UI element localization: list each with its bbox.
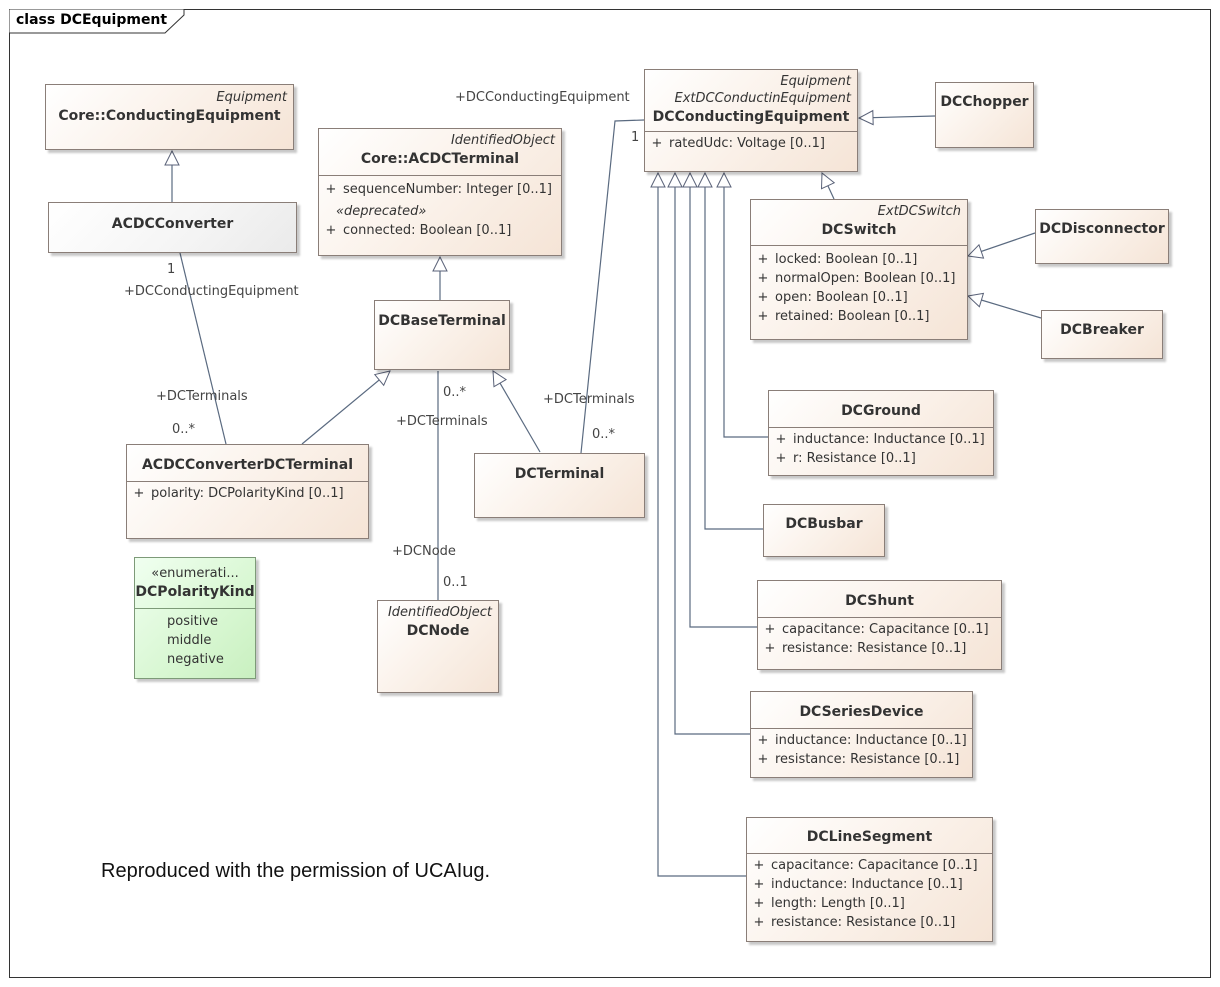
enum-literal: middle — [167, 633, 212, 648]
class-name: DCShunt — [845, 593, 914, 609]
attribute: +polarity: DCPolarityKind [0..1] — [133, 486, 344, 501]
deprecated-stereotype: «deprecated» — [336, 204, 427, 219]
credit-note: Reproduced with the permission of UCAIug… — [101, 860, 491, 882]
attribute: +resistance: Resistance [0..1] — [764, 641, 967, 656]
attribute: +sequenceNumber: Integer [0..1] — [325, 182, 552, 197]
attribute: +inductance: Inductance [0..1] — [757, 733, 967, 748]
class-dc-switch[interactable]: ExtDCSwitch DCSwitch +locked: Boolean [0… — [750, 199, 968, 340]
gen-dcshunt — [690, 173, 757, 628]
class-acdc-converter-dc-terminal[interactable]: ACDCConverterDCTerminal +polarity: DCPol… — [126, 444, 369, 539]
class-name: DCSeriesDevice — [799, 704, 924, 720]
class-name: DCBaseTerminal — [378, 313, 506, 329]
attribute: +inductance: Inductance [0..1] — [775, 432, 985, 447]
class-dc-node[interactable]: IdentifiedObject DCNode — [377, 600, 499, 693]
assoc-dce-terminals — [580, 119, 645, 454]
class-stereotype: ExtDCConductinEquipment — [674, 91, 851, 106]
class-dc-line-segment[interactable]: DCLineSegment +capacitance: Capacitance … — [746, 817, 993, 942]
class-dc-terminal[interactable]: DCTerminal — [474, 453, 645, 518]
gen-dcseriesdevice — [675, 173, 750, 735]
attribute: +length: Length [0..1] — [753, 896, 905, 911]
attribute: +retained: Boolean [0..1] — [757, 309, 930, 324]
class-stereotype: Equipment — [216, 90, 287, 105]
frame-tab — [9, 9, 185, 34]
class-name: ACDCConverterDCTerminal — [141, 457, 354, 473]
attribute: +resistance: Resistance [0..1] — [757, 752, 960, 767]
class-name: DCTerminal — [514, 466, 605, 482]
role-label: +DCTerminals — [156, 389, 248, 404]
enum-stereotype: «enumerati... — [151, 566, 239, 581]
class-name: DCBreaker — [1060, 322, 1144, 338]
diagram-frame — [9, 9, 1211, 978]
class-dc-chopper[interactable]: DCChopper — [935, 82, 1034, 148]
attribute: +normalOpen: Boolean [0..1] — [757, 271, 956, 286]
attribute: +inductance: Inductance [0..1] — [753, 877, 963, 892]
class-dc-shunt[interactable]: DCShunt +capacitance: Capacitance [0..1]… — [757, 580, 1002, 670]
class-name: DCBusbar — [785, 516, 863, 532]
multiplicity-label: 1 — [167, 262, 176, 277]
frame-title: class DCEquipment — [16, 12, 168, 28]
attribute: +open: Boolean [0..1] — [757, 290, 908, 305]
class-name: DCSwitch — [821, 222, 897, 238]
class-stereotype: Equipment — [780, 74, 851, 89]
class-name: DCDisconnector — [1039, 221, 1165, 237]
class-name: Core::ACDCTerminal — [360, 151, 520, 167]
class-stereotype: IdentifiedObject — [450, 133, 555, 148]
role-label: +DCConductingEquipment — [455, 90, 630, 105]
class-name: DCGround — [841, 403, 921, 419]
role-label: +DCConductingEquipment — [124, 284, 299, 299]
gen-dcdisconnector — [968, 232, 1036, 256]
multiplicity-label: 0..* — [592, 427, 616, 442]
gen-acdcconverterdcterminal — [301, 371, 390, 445]
enum-name: DCPolarityKind — [135, 584, 255, 600]
class-name: Core::ConductingEquipment — [58, 108, 281, 124]
class-name: DCChopper — [940, 94, 1029, 110]
class-name: ACDCConverter — [111, 216, 234, 232]
enum-dc-polarity-kind[interactable]: «enumerati... DCPolarityKind positive mi… — [134, 557, 256, 679]
multiplicity-label: 0..* — [443, 385, 467, 400]
gen-dcground — [724, 173, 768, 438]
role-label: +DCNode — [392, 544, 456, 559]
enum-literal: negative — [167, 652, 224, 667]
gen-dclinesegment — [658, 173, 746, 877]
class-dc-disconnector[interactable]: DCDisconnector — [1035, 209, 1169, 264]
attribute: +ratedUdc: Voltage [0..1] — [651, 136, 825, 151]
class-dc-busbar[interactable]: DCBusbar — [763, 504, 885, 557]
attribute: +r: Resistance [0..1] — [775, 451, 916, 466]
attribute: +locked: Boolean [0..1] — [757, 252, 918, 267]
gen-dcswitch — [822, 173, 834, 200]
attribute: +connected: Boolean [0..1] — [325, 223, 512, 238]
multiplicity-label: 0..1 — [443, 575, 468, 590]
class-name: DCLineSegment — [806, 829, 933, 845]
enum-literal: positive — [167, 614, 218, 629]
class-dc-base-terminal[interactable]: DCBaseTerminal — [374, 300, 510, 370]
role-label: +DCTerminals — [396, 414, 488, 429]
class-name: DCNode — [406, 623, 470, 639]
multiplicity-label: 0..* — [172, 422, 196, 437]
class-name: DCConductingEquipment — [652, 109, 850, 125]
attribute: +capacitance: Capacitance [0..1] — [764, 622, 989, 637]
role-label: +DCTerminals — [543, 392, 635, 407]
class-dc-ground[interactable]: DCGround +inductance: Inductance [0..1] … — [768, 390, 994, 476]
class-dc-breaker[interactable]: DCBreaker — [1041, 310, 1163, 359]
class-acdc-terminal[interactable]: IdentifiedObject Core::ACDCTerminal +seq… — [318, 128, 562, 256]
gen-dcbreaker — [968, 296, 1042, 319]
class-acdc-converter[interactable]: ACDCConverter — [48, 202, 297, 253]
multiplicity-label: 1 — [631, 130, 640, 145]
gen-dcchopper — [859, 116, 936, 118]
gen-dcterminal — [493, 371, 541, 453]
assoc-converter-terminals — [179, 252, 227, 445]
class-stereotype: IdentifiedObject — [387, 605, 492, 620]
class-conducting-equipment[interactable]: Equipment Core::ConductingEquipment — [45, 84, 294, 150]
class-stereotype: ExtDCSwitch — [877, 204, 961, 219]
attribute: +resistance: Resistance [0..1] — [753, 915, 956, 930]
attribute: +capacitance: Capacitance [0..1] — [753, 858, 978, 873]
class-dc-conducting-equipment[interactable]: Equipment ExtDCConductinEquipment DCCond… — [644, 69, 858, 172]
gen-dcbusbar — [705, 173, 763, 530]
class-dc-series-device[interactable]: DCSeriesDevice +inductance: Inductance [… — [750, 691, 973, 778]
